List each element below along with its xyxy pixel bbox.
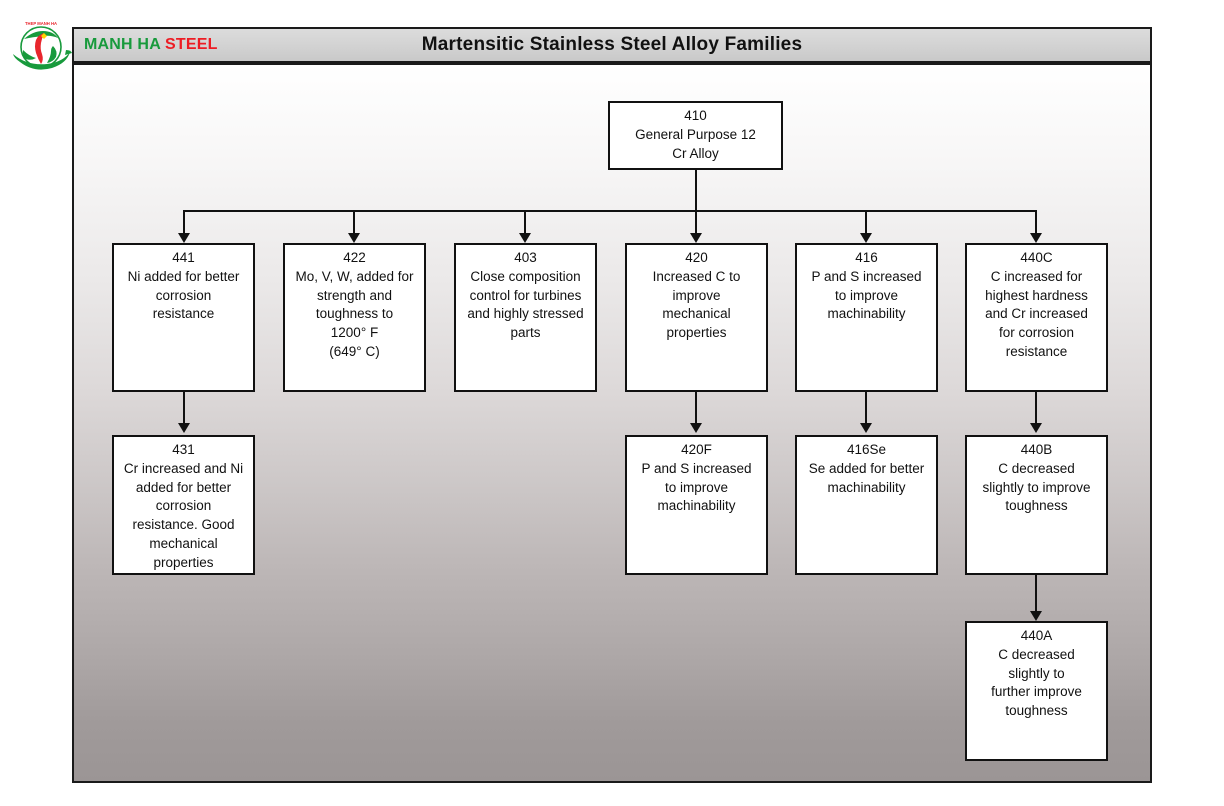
node-440b-code: 440B — [1020, 442, 1053, 457]
connector-440b-to-440a — [1035, 575, 1037, 612]
node-422-desc: Mo, V, W, added for strength and toughne… — [295, 268, 414, 359]
node-420f-desc: P and S increased to improve machinabili… — [641, 460, 752, 514]
node-416se-code: 416Se — [846, 442, 887, 457]
node-440a-desc: C decreased slightly to further improve … — [991, 646, 1082, 719]
arrow-to-422 — [348, 233, 360, 243]
node-441-code: 441 — [172, 250, 195, 265]
node-410[interactable]: 410 General Purpose 12 Cr Alloy — [608, 101, 783, 170]
arrow-to-403 — [519, 233, 531, 243]
node-440a-code: 440A — [1020, 628, 1053, 643]
connector-440c-to-440b — [1035, 392, 1037, 424]
arrow-to-441 — [178, 233, 190, 243]
node-422[interactable]: 422 Mo, V, W, added for strength and tou… — [283, 243, 426, 392]
arrow-to-420 — [690, 233, 702, 243]
node-441-desc: Ni added for better corrosion resistance — [127, 268, 240, 322]
node-440a[interactable]: 440A C decreased slightly to further imp… — [965, 621, 1108, 761]
connector-bus — [183, 210, 1037, 212]
node-416-code: 416 — [855, 250, 878, 265]
arrow-416-to-416se — [860, 423, 872, 433]
arrow-to-416 — [860, 233, 872, 243]
node-440c[interactable]: 440C C increased for highest hardness an… — [965, 243, 1108, 392]
node-440b-desc: C decreased slightly to improve toughnes… — [982, 460, 1091, 514]
arrow-to-440c — [1030, 233, 1042, 243]
connector-416-to-416se — [865, 392, 867, 424]
node-441[interactable]: 441 Ni added for better corrosion resist… — [112, 243, 255, 392]
node-420[interactable]: 420 Increased C to improve mechanical pr… — [625, 243, 768, 392]
node-416[interactable]: 416 P and S increased to improve machina… — [795, 243, 938, 392]
brand-text-primary: MANH HA — [84, 36, 165, 53]
node-431-desc: Cr increased and Ni added for better cor… — [123, 460, 244, 570]
arrow-420-to-420f — [690, 423, 702, 433]
node-403[interactable]: 403 Close composition control for turbin… — [454, 243, 597, 392]
arrow-440c-to-440b — [1030, 423, 1042, 433]
node-420f[interactable]: 420F P and S increased to improve machin… — [625, 435, 768, 575]
node-440c-desc: C increased for highest hardness and Cr … — [985, 268, 1088, 359]
node-403-code: 403 — [514, 250, 537, 265]
node-422-code: 422 — [343, 250, 366, 265]
connector-to-422 — [353, 210, 355, 237]
node-410-desc: General Purpose 12 Cr Alloy — [635, 126, 756, 161]
node-431[interactable]: 431 Cr increased and Ni added for better… — [112, 435, 255, 575]
node-440c-code: 440C — [1020, 250, 1053, 265]
node-431-code: 431 — [172, 442, 195, 457]
globe-vietnam-logo: THEP MANH HA — [8, 16, 72, 76]
connector-420-to-420f — [695, 392, 697, 424]
connector-root-stem — [695, 170, 697, 211]
svg-text:THEP MANH HA: THEP MANH HA — [25, 21, 57, 26]
connector-to-440c — [1035, 210, 1037, 237]
connector-to-441 — [183, 210, 185, 237]
node-420f-code: 420F — [681, 442, 712, 457]
node-403-desc: Close composition control for turbines a… — [467, 268, 584, 341]
header-bar: MANH HA STEEL Martensitic Stainless Stee… — [72, 27, 1152, 63]
brand-logotype: MANH HA STEEL — [84, 36, 218, 54]
arrow-440b-to-440a — [1030, 611, 1042, 621]
node-416se-desc: Se added for better machinability — [808, 460, 925, 495]
node-420-desc: Increased C to improve mechanical proper… — [652, 268, 741, 341]
diagram-frame: 410 General Purpose 12 Cr Alloy 441 Ni a… — [72, 63, 1152, 783]
node-410-code: 410 — [684, 108, 707, 123]
node-420-code: 420 — [685, 250, 708, 265]
node-416-desc: P and S increased to improve machinabili… — [811, 268, 922, 322]
node-440b[interactable]: 440B C decreased slightly to improve tou… — [965, 435, 1108, 575]
connector-to-420 — [695, 210, 697, 237]
brand-text-secondary: STEEL — [165, 36, 218, 53]
node-416se[interactable]: 416Se Se added for better machinability — [795, 435, 938, 575]
connector-to-416 — [865, 210, 867, 237]
connector-to-403 — [524, 210, 526, 237]
page-title: Martensitic Stainless Steel Alloy Famili… — [421, 34, 803, 55]
arrow-441-to-431 — [178, 423, 190, 433]
connector-441-to-431 — [183, 392, 185, 424]
